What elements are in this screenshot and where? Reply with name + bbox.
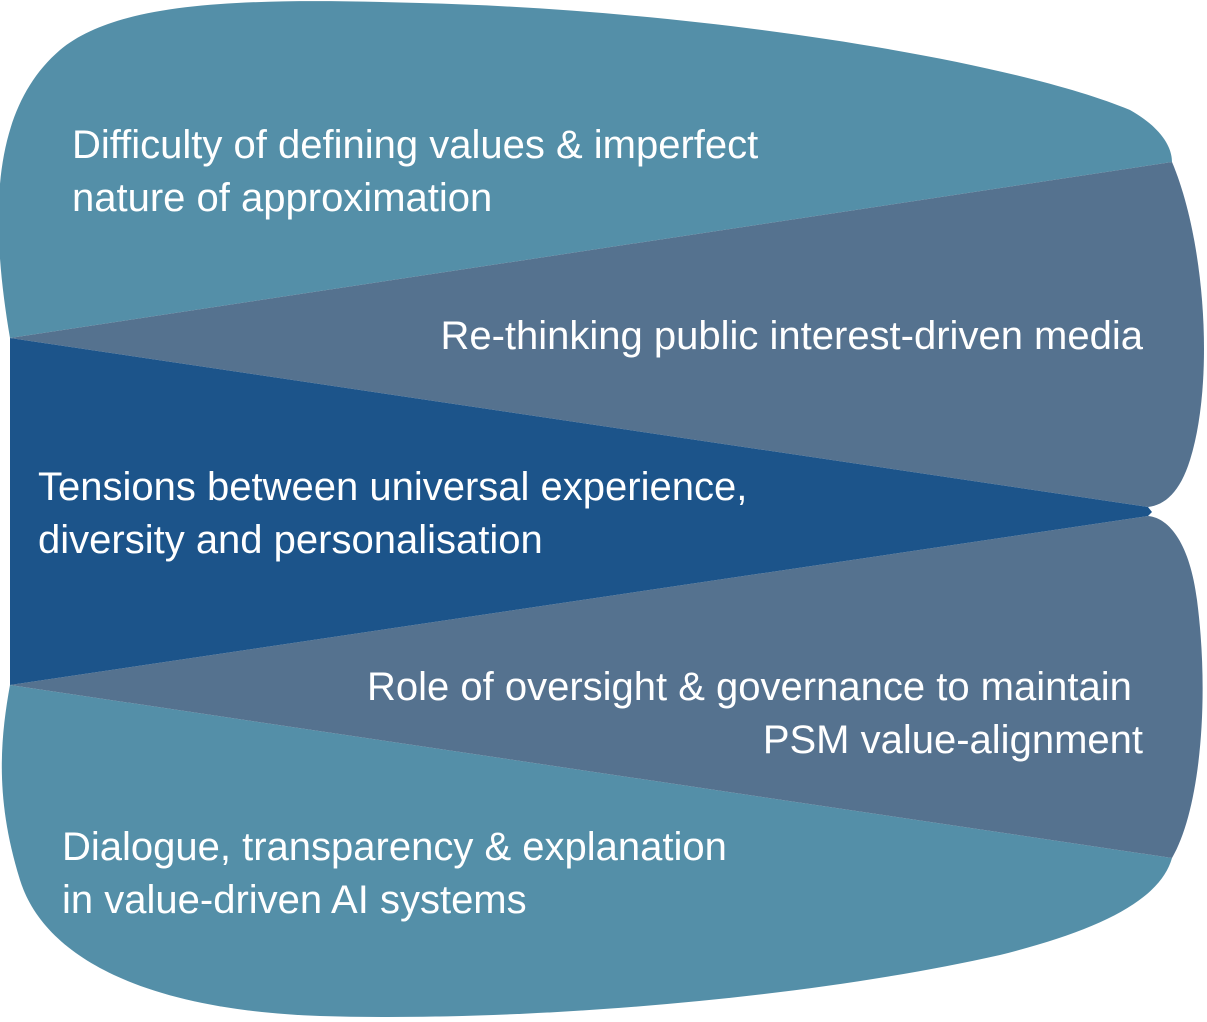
segment-label-bottom: Dialogue, transparency & explanation in … [62,825,738,922]
upper-middle-band [10,162,1204,507]
center-band [10,338,1152,685]
segment-label-center: Tensions between universal experience, d… [38,465,758,562]
lower-middle-band [10,516,1203,858]
segment-label-lower-middle: Role of oversight & governance to mainta… [367,665,1143,762]
segment-label-top: Difficulty of defining values & imperfec… [72,123,769,220]
bottom-outer-band [1,685,1172,1017]
top-outer-band [0,1,1172,338]
segment-label-upper-middle: Re-thinking public interest-driven media [440,314,1143,358]
